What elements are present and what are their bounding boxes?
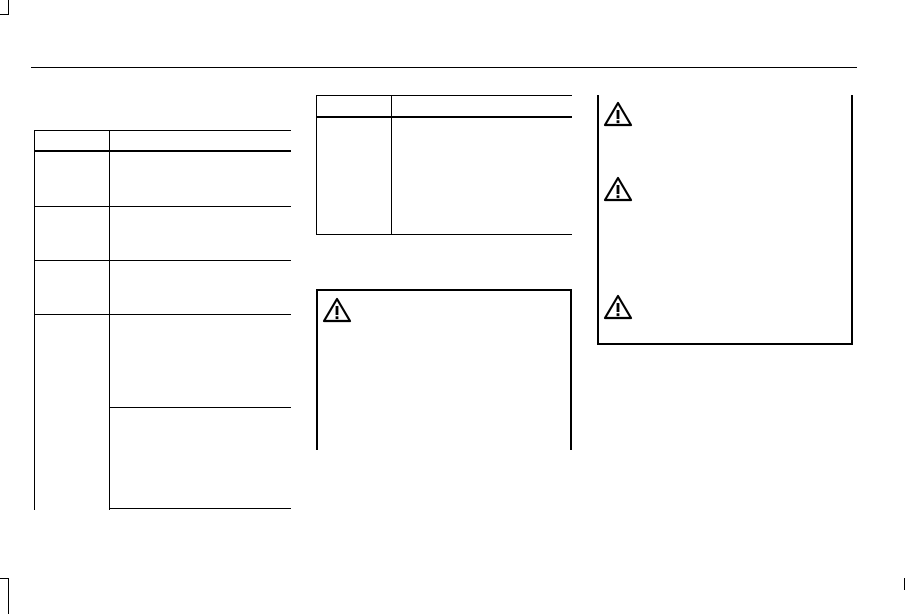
right-warning-bottom bbox=[597, 343, 853, 345]
header-rule bbox=[31, 67, 857, 68]
middle-table-col-left bbox=[316, 95, 317, 235]
middle-warning-top bbox=[316, 289, 572, 291]
middle-table-col-divider bbox=[391, 95, 392, 235]
right-warning-left bbox=[597, 95, 599, 345]
warning-triangle-icon bbox=[322, 297, 352, 323]
middle-warning-left bbox=[316, 289, 318, 450]
crop-mark-top-left bbox=[8, 0, 9, 15]
crop-mark-top-left-h bbox=[0, 14, 9, 15]
middle-warning-right bbox=[570, 289, 572, 450]
middle-table-header-top bbox=[316, 95, 572, 96]
left-table-header-bottom bbox=[34, 150, 291, 152]
left-table-row-sep-2 bbox=[34, 260, 291, 261]
middle-table-header-bottom bbox=[316, 116, 572, 118]
warning-triangle-icon bbox=[603, 294, 633, 320]
crop-mark-bottom-left bbox=[8, 578, 9, 614]
middle-table-bottom bbox=[316, 234, 572, 235]
left-table-row-sep-3 bbox=[34, 314, 291, 315]
crop-mark-right bbox=[904, 578, 905, 590]
warning-triangle-icon bbox=[603, 176, 633, 202]
left-table-header-top bbox=[34, 130, 291, 131]
left-table-subrow-sep bbox=[109, 407, 291, 408]
warning-triangle-icon bbox=[603, 101, 633, 127]
left-table-col-left bbox=[34, 130, 35, 510]
left-table-bottom bbox=[109, 508, 291, 509]
crop-mark-bottom-left-h bbox=[0, 578, 9, 579]
left-table-row-sep-1 bbox=[34, 206, 291, 207]
left-table-col-divider bbox=[109, 130, 110, 510]
right-warning-right bbox=[851, 95, 853, 345]
